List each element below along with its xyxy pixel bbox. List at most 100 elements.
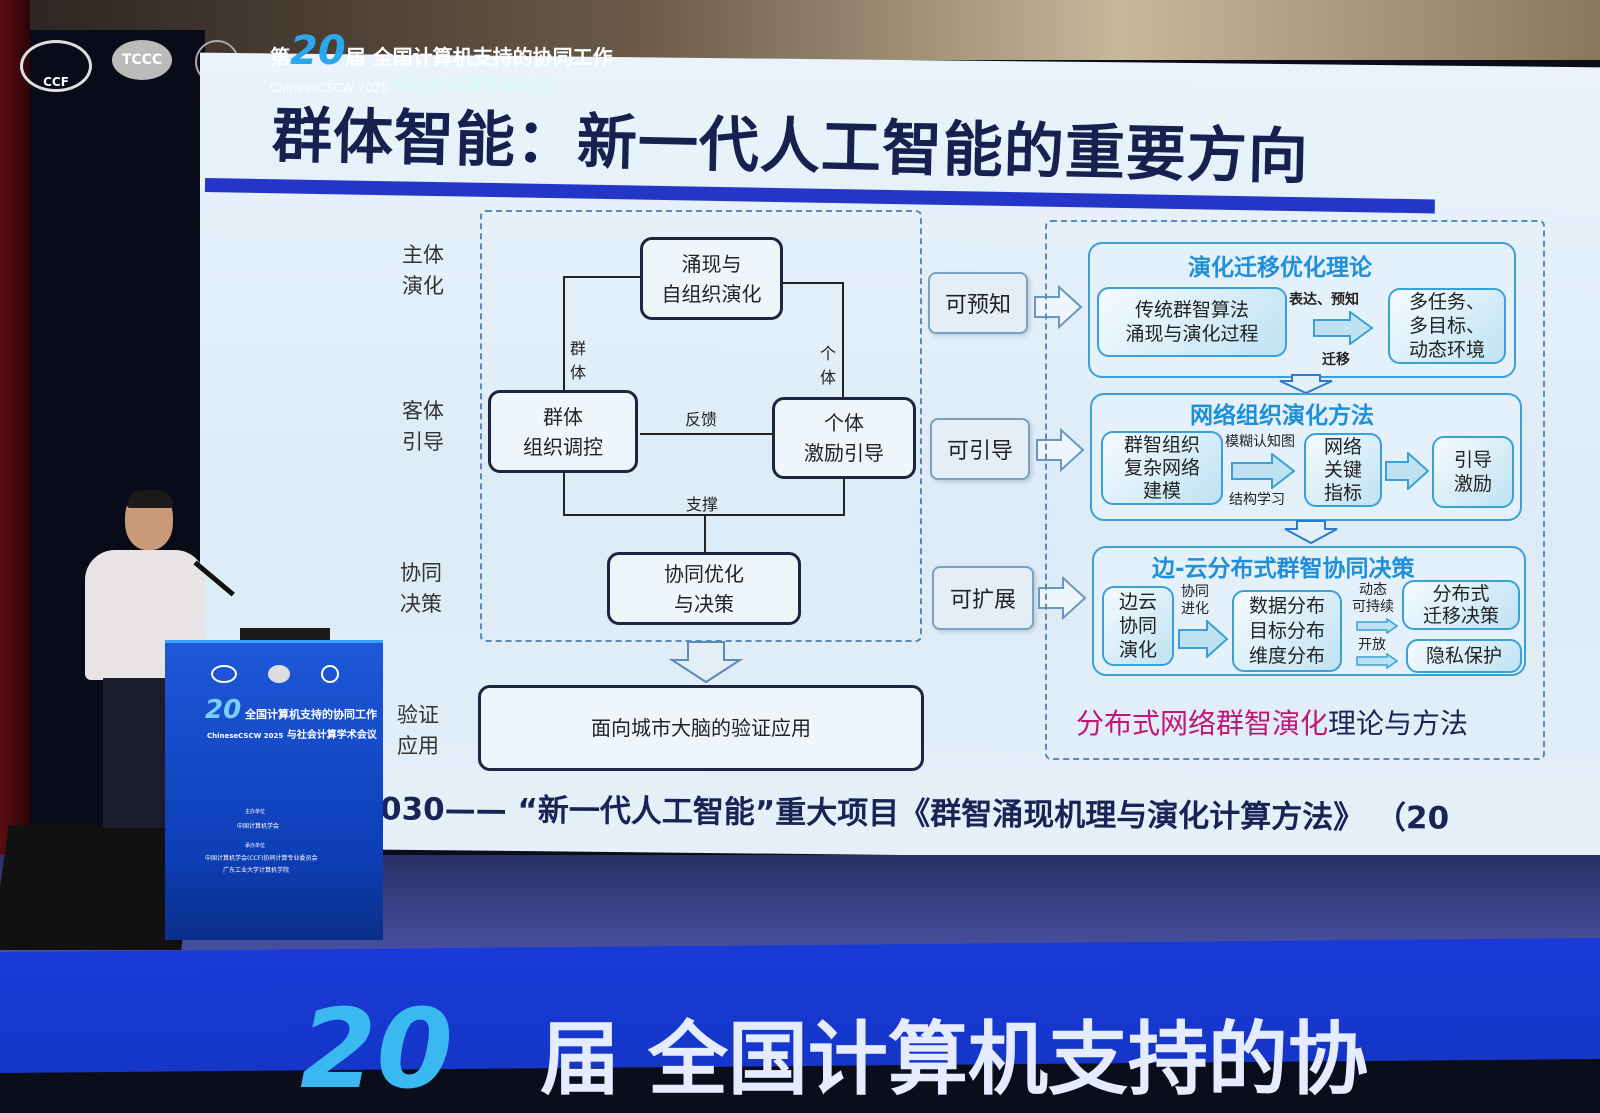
box-line: 个体 (824, 411, 864, 435)
right-arrow-icon (1313, 311, 1374, 345)
box-line: 关键 (1323, 458, 1362, 481)
conference-name: 全国计算机支持的协同工作 (372, 45, 613, 69)
dynamic-sustainable-label: 动态可持续 (1352, 582, 1394, 616)
down-arrow-icon (668, 641, 744, 684)
feedback-label: 反馈 (685, 410, 718, 429)
right-arrow-icon (1356, 618, 1399, 634)
validation-box: 面向城市大脑的验证应用 (478, 685, 924, 771)
organizer: 中国计算机学会 (237, 823, 280, 830)
label-line: 群 (570, 339, 587, 358)
box-line: 维度分布 (1248, 644, 1325, 667)
box-line: 协同 (1118, 615, 1157, 637)
row-label-validation: 验证应用 (397, 700, 439, 762)
box-line: 数据分布 (1248, 594, 1325, 617)
slide-footer: 030—— “新一代人工智能”重大项目《群智涌现机理与演化计算方法》 （20 (379, 791, 1450, 837)
label-line: 进化 (1181, 601, 1209, 617)
co-organizer-2: 广东工业大学计算机学院 (223, 867, 290, 874)
right-arrow-icon (1036, 428, 1085, 473)
conference-line2: 与社会计算学术会议 (392, 76, 555, 97)
label-line: 可持续 (1352, 599, 1394, 615)
podium-line1: 全国计算机支持的协同工作 (245, 708, 378, 721)
label-line: 演化 (402, 274, 444, 298)
podium-logos (195, 665, 355, 683)
banner-number: 20 (300, 985, 454, 1113)
label-line: 引导 (402, 430, 444, 454)
multi-task-box: 多任务、多目标、动态环境 (1388, 288, 1506, 364)
tccc-logo (267, 665, 290, 683)
open-label: 开放 (1358, 637, 1386, 653)
right-arrow-icon (1356, 653, 1399, 669)
right-arrow-icon (1038, 576, 1087, 621)
label-line: 动态 (1359, 582, 1387, 598)
box-line: 演化 (1118, 639, 1157, 661)
box-line: 边云 (1118, 591, 1157, 613)
right-caption: 分布式网络群智演化理论与方法 (1076, 702, 1468, 742)
section-title: 网络组织演化方法 (1190, 403, 1374, 429)
conference-sub: ChineseCSCW 2025 与社会计算学术会议 (270, 76, 554, 98)
right-arrow-icon (1231, 453, 1296, 489)
conference-short: ChineseCSCW 2025 (270, 81, 389, 95)
fuzzy-cognitive-map-label: 模糊认知图 (1225, 434, 1295, 450)
podium-line2: 与社会计算学术会议 (286, 730, 377, 741)
down-arrow-icon (1279, 374, 1333, 394)
box-line: 激励引导 (804, 441, 884, 465)
box-line: 目标分布 (1248, 619, 1325, 642)
cooperative-decision-box: 协同优化与决策 (607, 552, 801, 625)
edition-number: 20 (290, 28, 346, 74)
group-control-box: 群体组织调控 (488, 390, 638, 473)
box-line: 传统群智算法 (1134, 299, 1249, 321)
property-guidable: 可引导 (930, 418, 1030, 480)
organizer-label: 主办单位 (245, 809, 266, 815)
right-dashed-frame (1045, 220, 1545, 760)
presenter-hair (127, 490, 173, 508)
complex-network-box: 群智组织复杂网络建模 (1101, 431, 1223, 505)
emergence-box: 涌现与自组织演化 (640, 237, 783, 320)
edge-cloud-evolution-box: 边云协同演化 (1102, 586, 1174, 666)
podium: 20 全国计算机支持的协同工作 ChineseCSCW 2025 与社会计算学术… (165, 640, 383, 940)
row-label-cooperation: 协同决策 (400, 558, 442, 620)
edition-number: 20 (205, 695, 242, 725)
university-seal-logo (321, 665, 340, 683)
co-evolution-label: 协同进化 (1181, 584, 1209, 618)
label-line: 应用 (397, 734, 439, 758)
guide-incentive-box: 引导激励 (1432, 436, 1514, 508)
box-line: 协同优化 (664, 561, 744, 586)
banner-text: 届 全国计算机支持的协 (540, 1013, 1368, 1106)
conference-header: 第20届 全国计算机支持的协同工作 (270, 28, 613, 74)
box-line: 群智组织 (1123, 433, 1200, 456)
express-predict-label: 表达、预知 (1289, 292, 1359, 308)
down-arrow-icon (1284, 520, 1338, 544)
edition-suffix: 届 (345, 45, 366, 69)
box-line: 自组织演化 (661, 281, 762, 306)
ceiling-lights (0, 0, 1600, 60)
laptop (240, 628, 330, 642)
individual-incentive-box: 个体激励引导 (772, 397, 916, 479)
podium-short: ChineseCSCW 2025 (207, 732, 284, 740)
connector (783, 282, 843, 284)
distributed-transfer-decision-box: 分布式迁移决策 (1402, 580, 1520, 630)
box-line: 动态环境 (1408, 339, 1485, 361)
box-line: 复杂网络 (1123, 456, 1200, 479)
section-title: 边-云分布式群智协同决策 (1152, 556, 1415, 582)
right-arrow-icon (1385, 452, 1430, 490)
box-line: 迁移决策 (1422, 605, 1499, 627)
label-line: 体 (820, 368, 837, 387)
podium-title: 20 全国计算机支持的协同工作 (205, 695, 377, 725)
individual-label: 个体 (820, 342, 836, 390)
label-line: 验证 (397, 703, 439, 727)
box-line: 指标 (1323, 481, 1362, 504)
curtain (0, 0, 30, 880)
box-line: 激励 (1453, 473, 1492, 495)
label-line: 协同 (1181, 584, 1209, 600)
label-line: 个 (820, 344, 837, 363)
support-label: 支撑 (686, 495, 719, 514)
distribution-box: 数据分布目标分布维度分布 (1232, 590, 1342, 672)
box-line: 与决策 (674, 591, 734, 616)
connector (843, 478, 845, 516)
transfer-label: 迁移 (1322, 352, 1350, 368)
feedback-arrow (640, 433, 772, 435)
property-predictable: 可预知 (928, 272, 1028, 334)
podium-subtitle: ChineseCSCW 2025 与社会计算学术会议 (207, 729, 377, 743)
label-line: 客体 (402, 399, 444, 423)
box-line: 建模 (1142, 479, 1181, 502)
